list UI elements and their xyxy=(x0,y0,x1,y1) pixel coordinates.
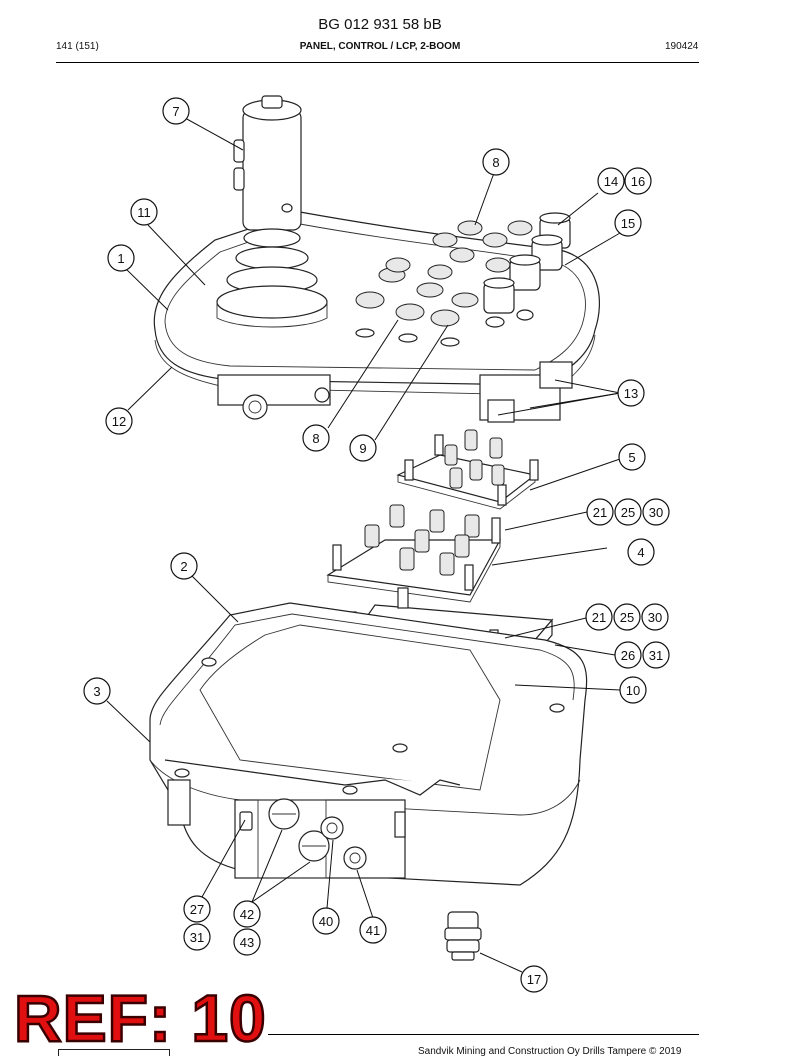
callout-25-a: 25 xyxy=(614,498,642,526)
callout-3: 3 xyxy=(83,677,111,705)
document-number: BG 012 931 58 bB xyxy=(318,16,442,33)
ref-stamp: REF: 10 xyxy=(13,981,267,1055)
callout-42: 42 xyxy=(233,900,261,928)
callout-8-top: 8 xyxy=(482,148,510,176)
circuit-board-lower xyxy=(326,504,502,603)
svg-text:31: 31 xyxy=(190,930,204,945)
svg-text:4: 4 xyxy=(637,545,644,560)
svg-text:21: 21 xyxy=(593,505,607,520)
svg-text:1: 1 xyxy=(117,251,124,266)
svg-text:25: 25 xyxy=(620,610,634,625)
callout-30-b: 30 xyxy=(641,603,669,631)
callout-26: 26 xyxy=(614,641,642,669)
svg-text:27: 27 xyxy=(190,902,204,917)
callout-43: 43 xyxy=(233,928,261,956)
svg-text:21: 21 xyxy=(592,610,606,625)
page-number: 141 (151) xyxy=(56,41,99,52)
callout-31-b: 31 xyxy=(183,923,211,951)
callout-9: 9 xyxy=(349,434,377,462)
callout-2: 2 xyxy=(170,552,198,580)
svg-text:30: 30 xyxy=(649,505,663,520)
svg-text:30: 30 xyxy=(648,610,662,625)
svg-text:25: 25 xyxy=(621,505,635,520)
svg-text:9: 9 xyxy=(359,441,366,456)
panel-bottom-housing xyxy=(149,602,588,886)
callout-21-b: 21 xyxy=(585,603,613,631)
callout-16: 16 xyxy=(624,167,652,195)
callout-5: 5 xyxy=(618,443,646,471)
svg-text:10: 10 xyxy=(626,683,640,698)
svg-text:15: 15 xyxy=(621,216,635,231)
footer-copyright: Sandvik Mining and Construction Oy Drill… xyxy=(418,1046,682,1057)
svg-text:31: 31 xyxy=(649,648,663,663)
callout-7: 7 xyxy=(162,97,190,125)
cable-gland xyxy=(444,911,482,961)
svg-text:26: 26 xyxy=(621,648,635,663)
svg-text:43: 43 xyxy=(240,935,254,950)
svg-text:11: 11 xyxy=(137,205,151,220)
svg-text:13: 13 xyxy=(624,386,638,401)
callout-21-a: 21 xyxy=(586,498,614,526)
page-title: PANEL, CONTROL / LCP, 2-BOOM xyxy=(299,41,461,52)
callout-14: 14 xyxy=(597,167,625,195)
svg-text:8: 8 xyxy=(312,431,319,446)
svg-text:40: 40 xyxy=(319,914,333,929)
svg-text:14: 14 xyxy=(604,174,618,189)
panel-underside-electronics xyxy=(217,361,573,423)
callout-1: 1 xyxy=(107,244,135,272)
callout-8-bottom: 8 xyxy=(302,424,330,452)
leader-lines xyxy=(106,117,621,973)
callout-30-a: 30 xyxy=(642,498,670,526)
svg-text:16: 16 xyxy=(631,174,645,189)
svg-text:5: 5 xyxy=(628,450,635,465)
callout-17: 17 xyxy=(520,965,548,993)
svg-text:41: 41 xyxy=(366,923,380,938)
panel-buttons xyxy=(355,220,534,347)
rotary-knobs xyxy=(483,212,571,314)
footer-rule xyxy=(268,1034,699,1035)
callout-10: 10 xyxy=(619,676,647,704)
callout-4: 4 xyxy=(627,538,655,566)
svg-text:2: 2 xyxy=(180,559,187,574)
svg-text:7: 7 xyxy=(172,104,179,119)
header-rule xyxy=(56,62,699,63)
callout-11: 11 xyxy=(130,198,158,226)
callout-40: 40 xyxy=(312,907,340,935)
callout-31-a: 31 xyxy=(642,641,670,669)
svg-text:3: 3 xyxy=(93,684,100,699)
joystick xyxy=(216,95,328,328)
callout-27: 27 xyxy=(183,895,211,923)
svg-text:17: 17 xyxy=(527,972,541,987)
callout-15: 15 xyxy=(614,209,642,237)
circuit-board-upper xyxy=(396,429,539,510)
revision-date: 190424 xyxy=(665,41,699,52)
callout-41: 41 xyxy=(359,916,387,944)
svg-text:8: 8 xyxy=(492,155,499,170)
svg-text:42: 42 xyxy=(240,907,254,922)
callout-25-b: 25 xyxy=(613,603,641,631)
callout-13: 13 xyxy=(617,379,645,407)
callout-12: 12 xyxy=(105,407,133,435)
svg-text:12: 12 xyxy=(112,414,126,429)
